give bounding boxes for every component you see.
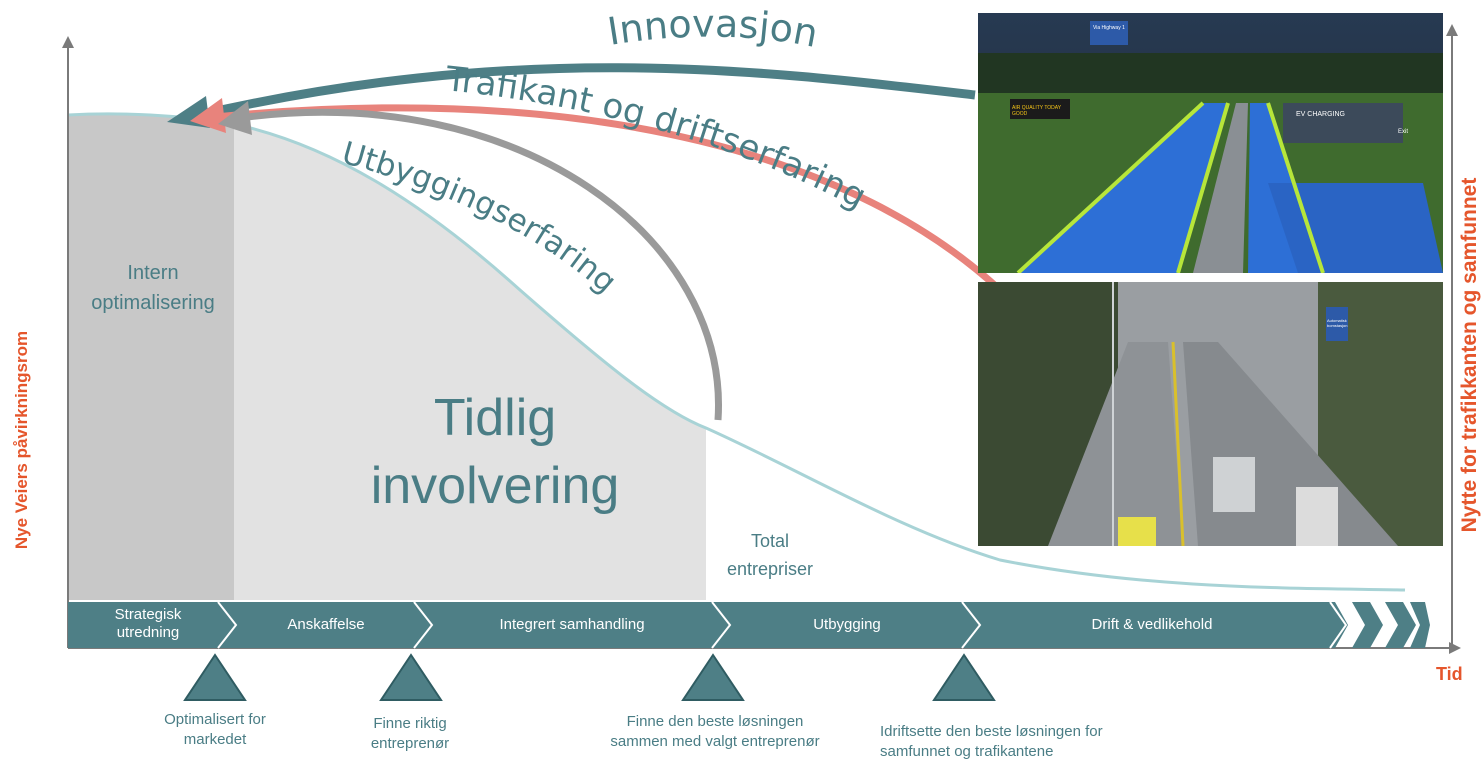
milestone-finne-riktig: Finne riktig entreprenør xyxy=(350,714,470,754)
tidlig-line-2: involvering xyxy=(370,457,620,515)
x-axis-label: Tid xyxy=(1436,664,1463,684)
phase-drift-vedlikehold: Drift & vedlikehold xyxy=(1091,616,1213,633)
photo-sign-ev-charging: EV CHARGING xyxy=(1296,111,1346,118)
y-axis-right-label: Nytte for trafikkanten og samfunnet xyxy=(1458,177,1481,533)
innovasjon-arrow xyxy=(188,63,976,122)
innovasjon-label: Innovasjon xyxy=(605,1,822,55)
total-line-1: Total xyxy=(750,531,790,551)
phase-0-line-2: utredning xyxy=(116,624,180,641)
milestone-1-line-2: entreprenør xyxy=(370,735,450,752)
intern-optimalisering-label: Intern optimalisering xyxy=(91,262,215,314)
tidlig-involvering-label: Tidlig involvering xyxy=(300,384,690,520)
future-highway-illustration xyxy=(978,13,1443,273)
current-highway-photo: Automatisk bomstasjon xyxy=(978,282,1443,546)
milestone-triangle xyxy=(932,653,996,701)
milestone-1-line-1: Finne riktig xyxy=(373,715,447,732)
band-tail-2 xyxy=(1385,602,1416,648)
phase-separator xyxy=(413,601,434,649)
phase-strategisk-utredning: Strategisk utredning xyxy=(80,606,216,642)
photo-sign-air-quality: AIR QUALITY TODAY GOOD xyxy=(1012,105,1061,117)
tidlig-region xyxy=(234,124,706,600)
trafikant-arrowhead xyxy=(190,98,226,133)
milestone-2-line-2: sammen med valgt entreprenør xyxy=(610,733,820,750)
intern-region xyxy=(68,113,234,600)
trafikant-label: Trafikant og driftserfaring xyxy=(443,59,873,217)
milestone-3-line-1: Idriftsette den beste løsningen for xyxy=(880,723,1103,740)
total-entrepriser-label: Total entrepriser xyxy=(715,527,825,583)
future-highway-photo: Via Highway 1 AIR QUALITY TODAY GOOD EV … xyxy=(978,13,1443,273)
photo-sign-highway: Via Highway 1 xyxy=(1093,25,1125,31)
phase-separator xyxy=(711,601,732,649)
milestone-triangle xyxy=(183,653,247,701)
photo-sign-toll: Automatisk bomstasjon xyxy=(1327,318,1348,328)
milestone-0-line-2: markedet xyxy=(183,731,247,748)
band-tail-3 xyxy=(1410,602,1430,648)
utbyggingserfaring-arrowhead xyxy=(218,101,252,135)
milestone-0-line-1: Optimalisert for xyxy=(164,711,266,728)
phase-0-line-1: Strategisk xyxy=(114,606,182,623)
phase-integrert-samhandling: Integrert samhandling xyxy=(499,616,645,633)
phase-anskaffelse: Anskaffelse xyxy=(287,616,365,633)
photo-sign-exit: Exit xyxy=(1398,129,1409,135)
milestone-triangle xyxy=(379,653,443,701)
milestone-optimalisert: Optimalisert for markedet xyxy=(140,710,290,750)
milestone-triangle xyxy=(681,653,745,701)
phase-band xyxy=(68,602,1348,648)
trafikant-arrow xyxy=(214,104,1003,293)
phase-separator xyxy=(961,601,982,649)
utbyggingserfaring-arrow xyxy=(239,108,722,421)
tidlig-line-1: Tidlig xyxy=(433,389,557,447)
phase-separator xyxy=(1329,601,1348,649)
band-tail-1 xyxy=(1352,602,1383,648)
phase-utbygging: Utbygging xyxy=(813,616,881,633)
milestone-3-line-2: samfunnet og trafikantene xyxy=(880,743,1054,760)
y-axis-left-label: Nye Veiers påvirkningsrom xyxy=(12,330,31,550)
milestone-beste-losningen: Finne den beste løsningen sammen med val… xyxy=(545,712,885,752)
milestone-2-line-1: Finne den beste løsningen xyxy=(626,713,804,730)
current-highway-illustration xyxy=(978,282,1443,546)
phase-separator xyxy=(217,601,238,649)
milestone-idriftsette: Idriftsette den beste løsningen for samf… xyxy=(880,722,1190,762)
total-line-2: entrepriser xyxy=(726,559,814,579)
